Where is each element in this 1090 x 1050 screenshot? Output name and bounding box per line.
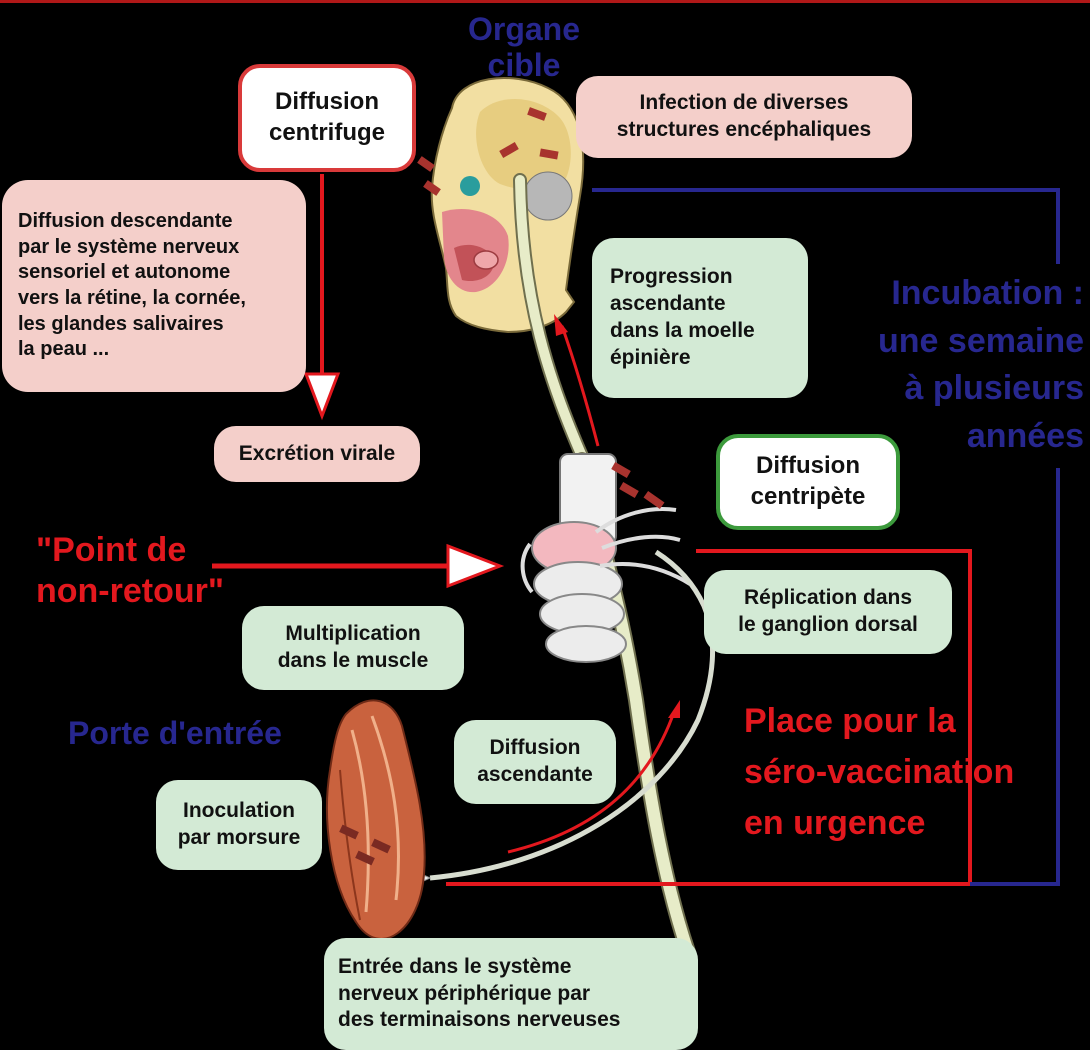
diffusion-centrifuge-box: Diffusion centrifuge (238, 64, 416, 172)
point-non-retour-label: "Point de non-retour" (36, 530, 276, 613)
incubation-label: Incubation : une semaine à plusieurs ann… (834, 270, 1084, 460)
excretion-virale-box: Excrétion virale (214, 426, 420, 482)
replication-box: Réplication dans le ganglion dorsal (704, 570, 952, 654)
porte-entree-label: Porte d'entrée (68, 716, 330, 752)
organe-cible-label: Organe cible (448, 12, 600, 84)
multiplication-box: Multiplication dans le muscle (242, 606, 464, 690)
diffusion-ascendante-box: Diffusion ascendante (454, 720, 616, 804)
entree-systeme-box: Entrée dans le système nerveux périphéri… (324, 938, 698, 1050)
muscle-illustration (327, 700, 425, 939)
centrifuge-arrow-head (306, 374, 338, 416)
diffusion-descendante-box: Diffusion descendante par le système ner… (2, 180, 306, 392)
head-illustration (417, 78, 583, 332)
progression-box: Progression ascendante dans la moelle ép… (592, 238, 808, 398)
non-retour-arrow-head (448, 546, 500, 586)
infection-box: Infection de diverses structures encépha… (576, 76, 912, 158)
diffusion-centripete-box: Diffusion centripète (716, 434, 900, 530)
serovaccination-label: Place pour la séro-vaccination en urgenc… (744, 696, 1054, 849)
inoculation-box: Inoculation par morsure (156, 780, 322, 870)
top-border-strip (0, 0, 1090, 3)
